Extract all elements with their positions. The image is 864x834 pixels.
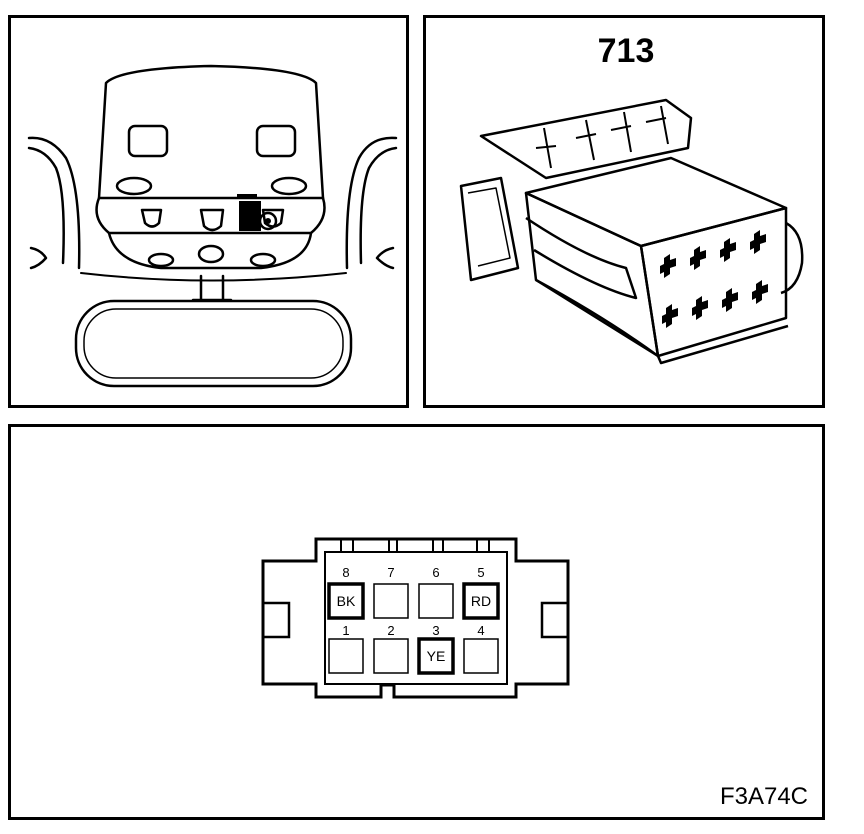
pin-number-2: 2	[387, 623, 394, 638]
figure-code: F3A74C	[719, 783, 808, 810]
pin-number-6: 6	[432, 565, 439, 580]
pin-cavity-2	[373, 638, 409, 674]
pin-number-1: 1	[342, 623, 349, 638]
pin-number-3: 3	[432, 623, 439, 638]
pin-cavity-7	[373, 583, 409, 619]
connector-3d-illustration	[459, 98, 804, 365]
pin-number-5: 5	[477, 565, 484, 580]
right-lamp-icon	[255, 124, 297, 158]
pin-row-bottom: 1 2 3YE 4	[328, 623, 499, 675]
pin-cavity-3	[417, 637, 455, 675]
right-visor-outline	[345, 136, 398, 270]
pin-wire-color-8: BK	[337, 593, 356, 609]
pin-cavity-1	[328, 638, 364, 674]
pinout-diagram: 8BK 7 6 5RD 1 2 3YE 4	[261, 537, 570, 699]
connector-cavities	[660, 230, 768, 328]
pin-number-7: 7	[387, 565, 394, 580]
roof-console-body	[95, 64, 326, 235]
pin-wire-color-5: RD	[471, 593, 491, 609]
pin-cavity-4	[463, 638, 499, 674]
mirror-location-panel	[8, 15, 409, 408]
connector-3d-panel: 713	[423, 15, 825, 408]
roof-console-illustration	[27, 64, 398, 388]
pin-number-8: 8	[342, 565, 349, 580]
connector-outline	[261, 537, 570, 699]
rear-view-mirror-icon	[74, 299, 353, 388]
pin-number-4: 4	[477, 623, 484, 638]
pin-row-top: 8BK 7 6 5RD	[327, 565, 500, 620]
pin-wire-color-3: YE	[427, 648, 446, 664]
pin-cavity-5	[462, 582, 500, 620]
connector-id: 713	[597, 32, 655, 70]
left-lamp-icon	[127, 124, 169, 158]
pin-cavity-6	[418, 583, 454, 619]
pin-cavity-8	[327, 582, 365, 620]
connector-top-face	[524, 156, 788, 248]
left-visor-outline	[27, 136, 81, 270]
connector-location-marker	[237, 194, 278, 231]
